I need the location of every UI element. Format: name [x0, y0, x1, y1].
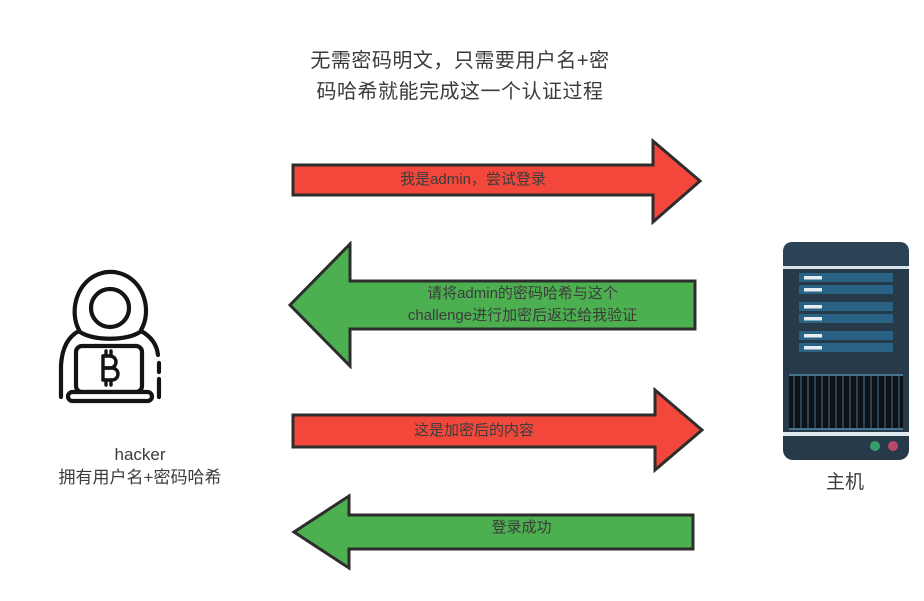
message-arrow-step3-right: [291, 387, 705, 474]
arrow-step2-label-line1: 请将admin的密码哈希与这个: [427, 285, 618, 302]
server-drive-bays: [799, 273, 893, 352]
server-vent-grille: [789, 374, 903, 430]
hacker-actor-label: hacker 拥有用户名+密码哈希: [30, 443, 250, 489]
arrow-step4-label: 登录成功: [491, 519, 552, 536]
diagram-title-line1: 无需密码明文，只需要用户名+密: [310, 50, 610, 72]
server-led-green-icon: [870, 441, 880, 451]
arrow-right-icon: [291, 387, 705, 474]
arrow-step2-label: 请将admin的密码哈希与这个 challenge进行加密后返还给我验证: [350, 283, 695, 327]
bitcoin-icon: [101, 349, 120, 387]
diagram-title: 无需密码明文，只需要用户名+密 码哈希就能完成这一个认证过程: [215, 46, 705, 108]
server-icon: [783, 242, 909, 460]
server-actor-label: 主机: [825, 472, 864, 493]
arrow-right-icon: [291, 138, 703, 226]
hacker-name: hacker: [114, 445, 166, 464]
message-arrow-step1-right: [291, 138, 703, 226]
message-arrow-step4-left: [291, 493, 695, 571]
hacker-description: 拥有用户名+密码哈希: [58, 468, 222, 487]
message-arrow-step2-left: [287, 241, 697, 369]
arrow-left-icon: [287, 241, 697, 369]
hacker-icon: [58, 269, 162, 404]
arrow-left-icon: [291, 493, 695, 571]
arrow-step1-label: 我是admin，尝试登录: [400, 171, 546, 188]
diagram-title-line2: 码哈希就能完成这一个认证过程: [316, 81, 604, 103]
server-top-cap: [783, 242, 909, 266]
arrow-step3-label: 这是加密后的内容: [413, 422, 534, 439]
server-led-red-icon: [888, 441, 898, 451]
arrow-step2-label-line2: challenge进行加密后返还给我验证: [407, 307, 638, 324]
